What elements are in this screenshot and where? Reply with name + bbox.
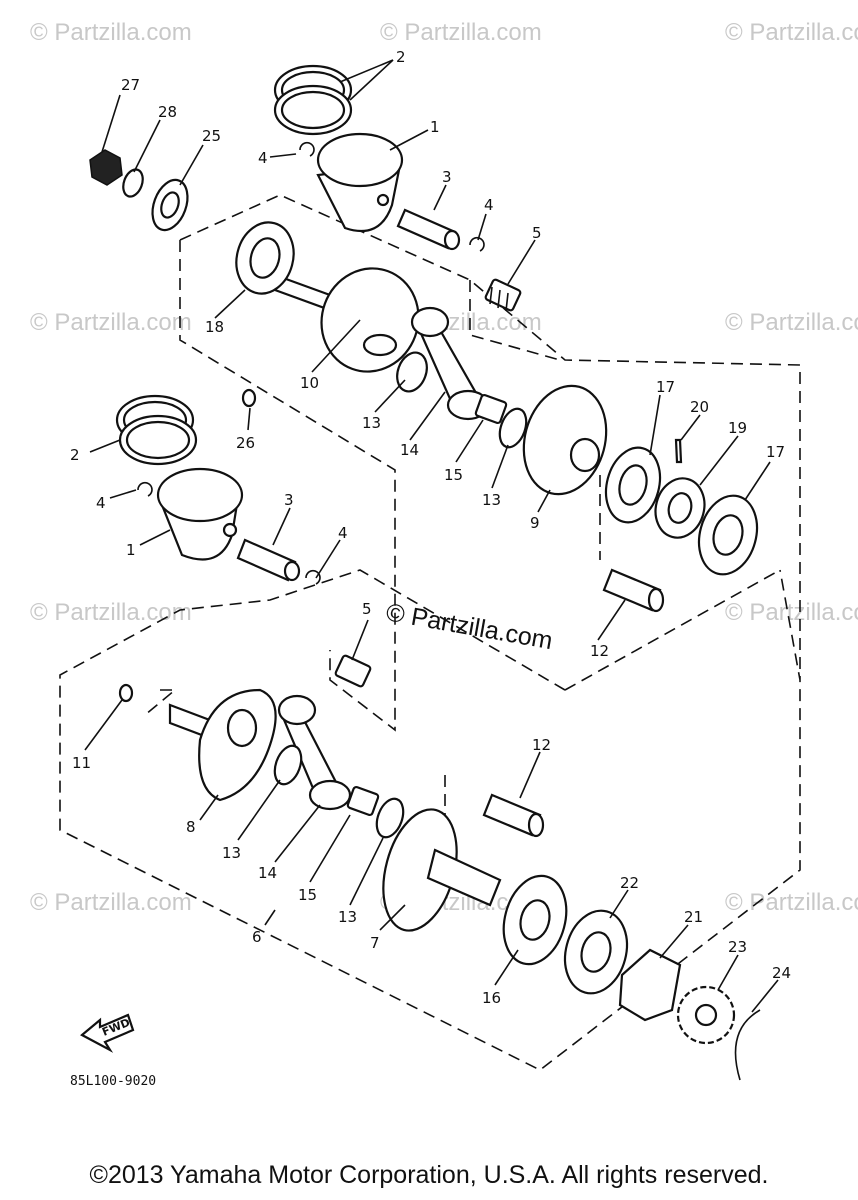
- callout: 4: [258, 149, 268, 167]
- callout: 18: [205, 318, 224, 336]
- callout: 13: [222, 844, 241, 862]
- leader-lines: [84, 59, 779, 1013]
- lower-bearings: [502, 874, 682, 1022]
- callout: 17: [656, 378, 675, 396]
- callout: 5: [532, 224, 542, 242]
- lower-connecting-rod: [277, 694, 352, 811]
- callout: 13: [338, 908, 357, 926]
- top-piston: [316, 132, 404, 233]
- lower-piston-pin: [236, 538, 301, 582]
- callout: 23: [728, 938, 747, 956]
- top-crankshaft-left: [235, 221, 420, 373]
- callout: 4: [338, 524, 348, 542]
- callout: 17: [766, 443, 785, 461]
- callout: 26: [236, 434, 255, 452]
- callout: 12: [590, 642, 609, 660]
- callout: 15: [444, 466, 463, 484]
- lower-small-bearing: [482, 793, 545, 838]
- fwd-arrow-icon: FWD: [80, 1013, 135, 1053]
- callout-numbers: 27 28 25 2 1 4 3 4 5 18 10 13 14 15 13 9…: [70, 48, 791, 1007]
- callout: 1: [430, 118, 440, 136]
- diagram-code: 85L100-9020: [70, 1074, 156, 1089]
- callout: 28: [158, 103, 177, 121]
- top-key: [241, 388, 257, 408]
- lower-key: [118, 683, 134, 703]
- lower-circlips: [137, 481, 321, 585]
- callout: 13: [362, 414, 381, 432]
- callout: 14: [258, 864, 277, 882]
- callout: 19: [728, 419, 747, 437]
- assembly-outlines: [59, 194, 801, 1071]
- copyright-notice: ©2013 Yamaha Motor Corporation, U.S.A. A…: [89, 1161, 769, 1189]
- lower-big-end-bearing: [346, 785, 380, 817]
- watermark: © Partzilla.com: [30, 309, 192, 336]
- callout: 22: [620, 874, 639, 892]
- callout: 1: [126, 541, 136, 559]
- callout: 15: [298, 886, 317, 904]
- lower-piston: [156, 467, 244, 561]
- lower-needle-bearing: [334, 654, 372, 688]
- sprocket-circlip: [734, 1009, 761, 1081]
- top-circlip: [299, 141, 485, 252]
- callout: 8: [186, 818, 196, 836]
- callout: 13: [482, 491, 501, 509]
- top-bearings: [604, 438, 759, 576]
- callout: 4: [484, 196, 494, 214]
- callout: 21: [684, 908, 703, 926]
- callout: 14: [400, 441, 419, 459]
- callout: 25: [202, 127, 221, 145]
- top-needle-bearing: [484, 278, 522, 312]
- top-thrust-washers: [396, 351, 528, 449]
- callout: 11: [72, 754, 91, 772]
- callout: 9: [530, 514, 540, 532]
- top-big-end-bearing: [474, 393, 508, 425]
- watermark: © Partzilla.com: [30, 19, 192, 46]
- drive-sprocket: [676, 985, 736, 1045]
- top-small-bearing: [602, 568, 665, 613]
- lower-piston-rings: [115, 394, 198, 466]
- top-piston-rings: [273, 64, 353, 136]
- lower-crankshaft-left: [168, 688, 277, 802]
- callout: 6: [252, 928, 262, 946]
- callout: 2: [396, 48, 406, 66]
- callout: 3: [284, 491, 294, 509]
- center-watermark: © Partzilla.com: [384, 598, 555, 655]
- callout: 24: [772, 964, 791, 982]
- top-crankshaft-right: [522, 384, 608, 496]
- lower-washers: [273, 744, 405, 839]
- callout: 2: [70, 446, 80, 464]
- callout: 16: [482, 989, 501, 1007]
- watermark: © Partzilla.com: [725, 19, 858, 46]
- callout: 5: [362, 600, 372, 618]
- callout: 27: [121, 76, 140, 94]
- callout: 3: [442, 168, 452, 186]
- callout: 10: [300, 374, 319, 392]
- watermark: © Partzilla.com: [380, 19, 542, 46]
- watermark: © Partzilla.com: [725, 309, 858, 336]
- callout: 12: [532, 736, 551, 754]
- top-nut-washer-seal: [89, 149, 189, 232]
- callout: 4: [96, 494, 106, 512]
- callout: 7: [370, 934, 380, 952]
- top-piston-pin: [396, 208, 461, 251]
- watermark: © Partzilla.com: [30, 599, 192, 626]
- watermark: © Partzilla.com: [30, 889, 192, 916]
- watermark: © Partzilla.com: [725, 599, 858, 626]
- lower-crankshaft-right: [382, 808, 502, 932]
- callout: 20: [690, 398, 709, 416]
